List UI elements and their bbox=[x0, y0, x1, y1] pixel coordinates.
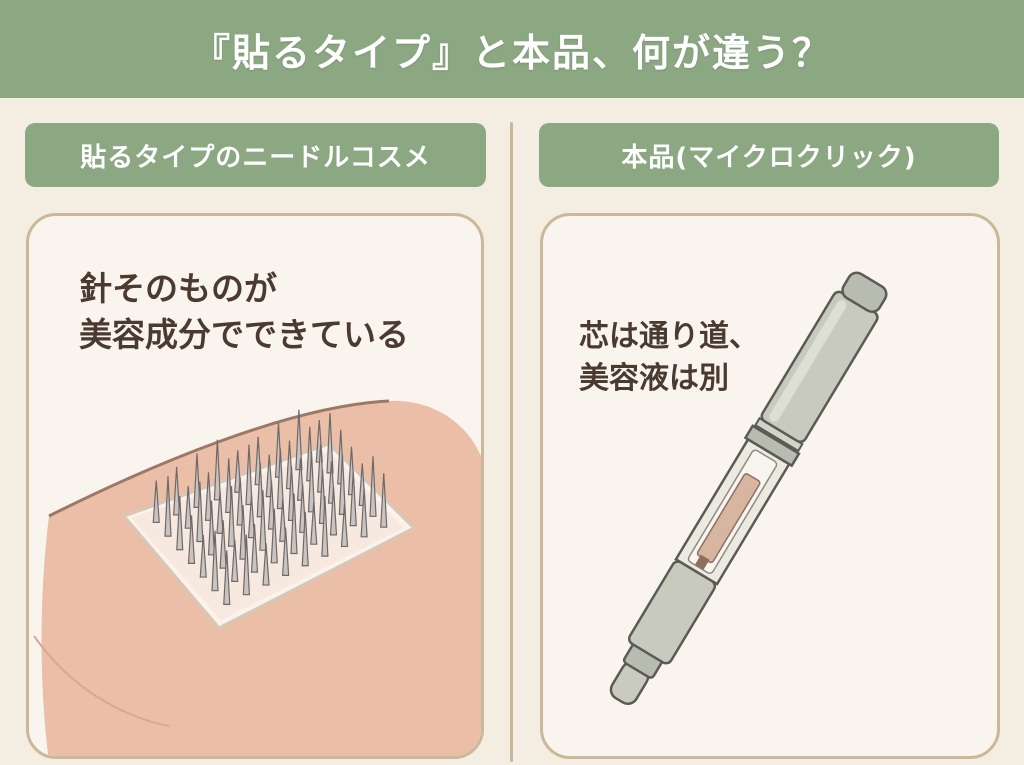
needle bbox=[227, 486, 236, 547]
needle bbox=[164, 476, 172, 537]
needle bbox=[310, 502, 318, 545]
needle bbox=[262, 543, 270, 586]
left-panel: 針そのものが 美容成分でできている bbox=[26, 213, 484, 759]
right-caption-line-1: 芯は通り道、 bbox=[579, 319, 759, 354]
needle bbox=[211, 530, 219, 592]
needle bbox=[295, 409, 303, 471]
needle bbox=[219, 520, 227, 569]
needle bbox=[176, 495, 184, 551]
needle bbox=[259, 490, 267, 551]
needle bbox=[172, 466, 181, 516]
needle bbox=[301, 511, 309, 567]
needle bbox=[380, 473, 388, 528]
microneedle-patch-icon bbox=[33, 399, 481, 756]
needle bbox=[199, 535, 207, 578]
needle bbox=[231, 539, 239, 582]
needle bbox=[321, 496, 329, 557]
needle bbox=[242, 534, 251, 596]
needle bbox=[193, 453, 201, 508]
page-title: 『貼るタイプ』と本品、何が違う？ bbox=[191, 29, 832, 75]
needle bbox=[326, 412, 334, 474]
left-caption-line-1: 針そのものが bbox=[79, 269, 277, 308]
needle bbox=[213, 439, 222, 501]
right-panel: 芯は通り道、 美容液は別 bbox=[540, 213, 1000, 759]
needle bbox=[298, 484, 307, 533]
title-banner: 『貼るタイプ』と本品、何が違う？ bbox=[0, 0, 1024, 98]
needle bbox=[207, 500, 216, 556]
needle bbox=[250, 524, 259, 573]
needle bbox=[225, 458, 233, 513]
needle bbox=[270, 508, 278, 564]
needle bbox=[187, 515, 196, 564]
left-caption: 針そのものが 美容成分でできている bbox=[79, 266, 409, 358]
needle bbox=[245, 444, 253, 506]
right-label: 本品(マイクロクリック) bbox=[539, 123, 999, 187]
needle bbox=[204, 472, 213, 521]
left-caption-line-2: 美容成分でできている bbox=[79, 315, 409, 355]
needle bbox=[279, 499, 287, 542]
needle bbox=[184, 486, 192, 529]
needle bbox=[360, 488, 368, 538]
needle bbox=[338, 454, 347, 515]
needle bbox=[239, 505, 247, 560]
left-label: 貼るタイプのニードルコスメ bbox=[25, 123, 486, 187]
needle bbox=[281, 527, 290, 576]
needle bbox=[290, 493, 298, 555]
center-divider bbox=[510, 122, 513, 762]
needle bbox=[329, 486, 338, 536]
pen-icon bbox=[609, 271, 888, 706]
needle bbox=[267, 480, 276, 530]
needle bbox=[349, 471, 357, 527]
needle bbox=[152, 480, 160, 524]
needle bbox=[216, 491, 224, 534]
needle bbox=[340, 504, 349, 548]
needle bbox=[196, 481, 204, 543]
needle bbox=[369, 456, 377, 517]
needle bbox=[223, 550, 231, 605]
needle bbox=[307, 451, 316, 513]
right-caption: 芯は通り道、 美容液は別 bbox=[579, 316, 759, 400]
needle bbox=[276, 448, 285, 510]
needle bbox=[236, 476, 244, 526]
right-caption-line-2: 美容液は別 bbox=[579, 361, 729, 396]
needle bbox=[247, 495, 256, 539]
